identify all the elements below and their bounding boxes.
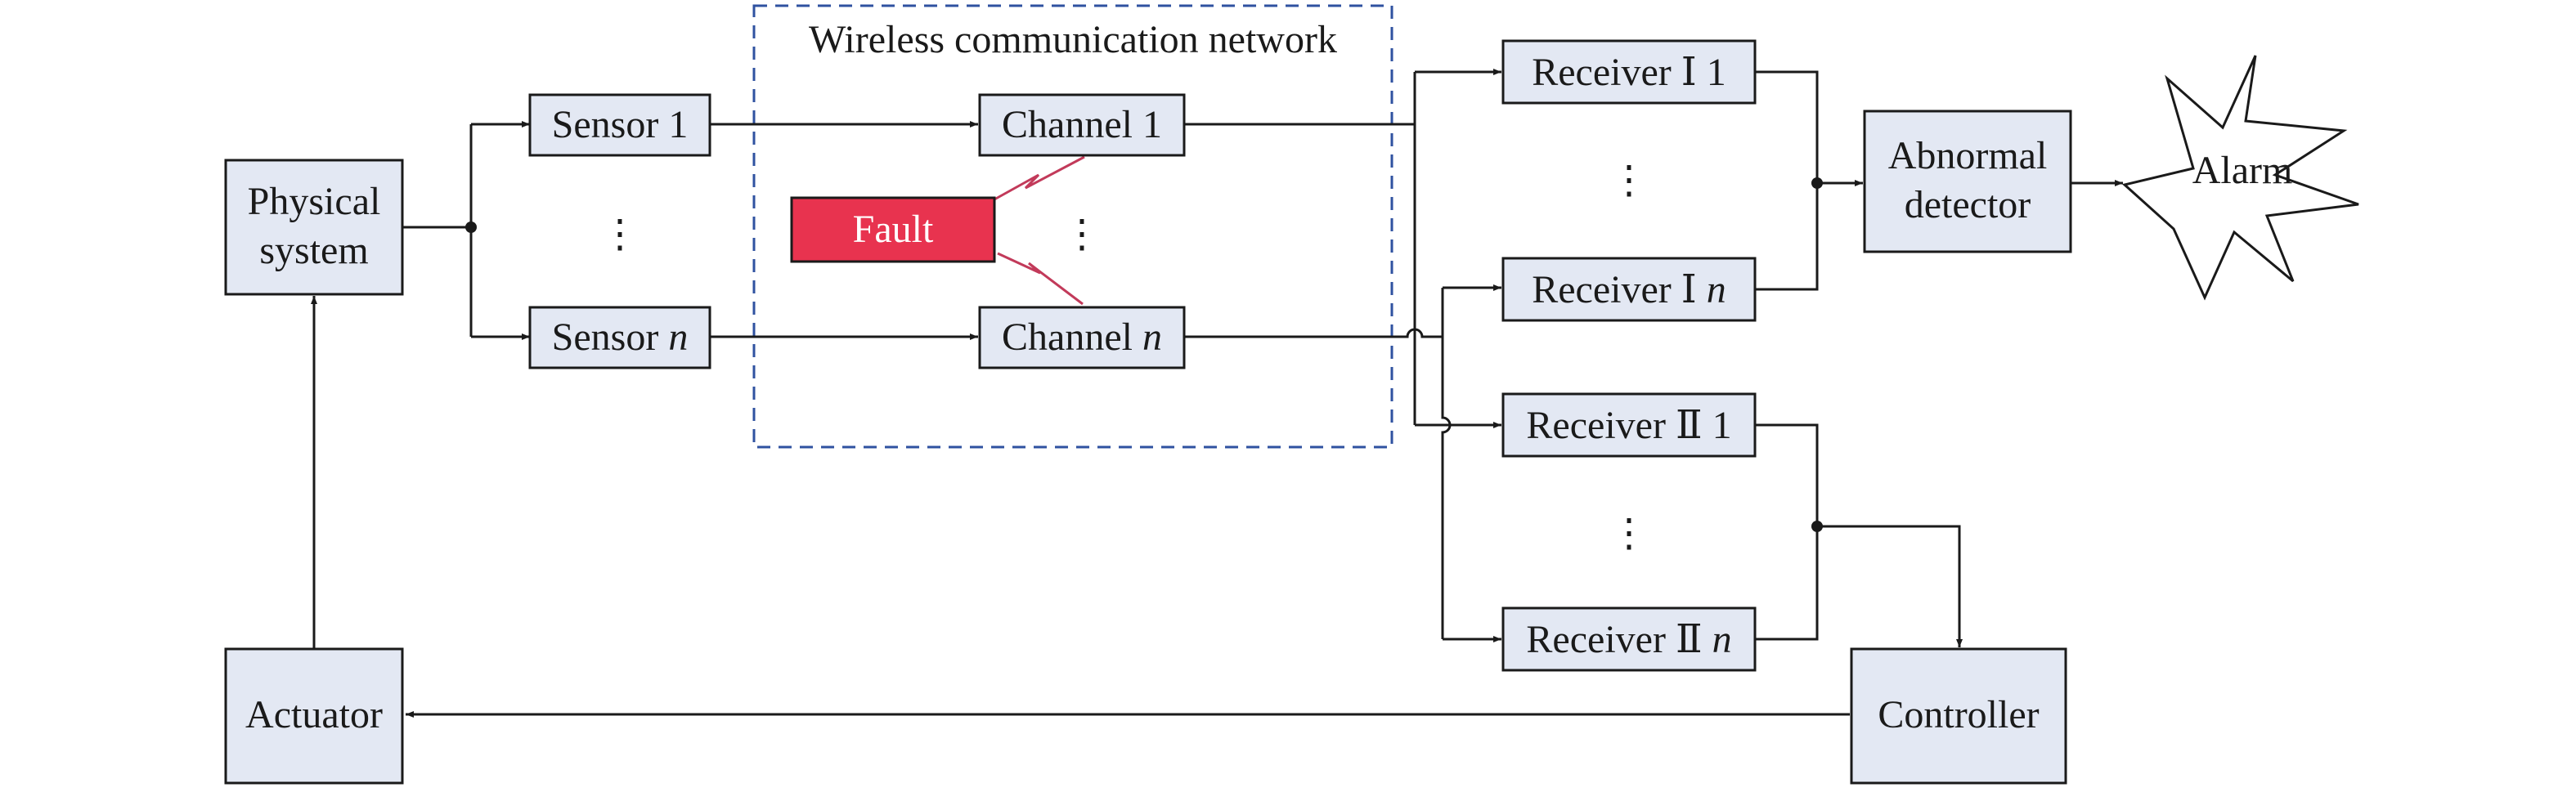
channel-1-block: Channel 1 [978, 93, 1186, 157]
wireless-network-boundary [752, 4, 1393, 449]
fault-interference-upper [994, 155, 1085, 201]
sensor-1-block: Sensor 1 [528, 93, 711, 157]
abnormal-detector-line2: detector [1905, 183, 2031, 226]
receiver-II-1-block: Receiver Ⅱ 1 [1501, 392, 1757, 458]
channel-n-label: Channel n [1002, 315, 1162, 359]
receiver-I-1-block: Receiver Ⅰ 1 [1501, 39, 1757, 105]
channel-ellipsis: ⋮ [1062, 213, 1102, 256]
receiver-I-ellipsis: ⋮ [1609, 159, 1649, 202]
physical-system-block: Physical system [224, 159, 404, 296]
receiver-II-1-label: Receiver Ⅱ 1 [1526, 404, 1731, 447]
abnormal-detector-line1: Abnormal [1888, 134, 2048, 177]
fault-block: Fault [790, 196, 996, 263]
fault-interference-lower [997, 252, 1084, 306]
sensor-n-label: Sensor n [552, 315, 689, 359]
sensor-ellipsis: ⋮ [600, 213, 640, 256]
channel-n-block: Channel n [978, 306, 1186, 369]
fault-label: Fault [853, 208, 934, 251]
receiver-I-n-block: Receiver Ⅰ n [1501, 257, 1757, 322]
alarm-label: Alarm [2192, 149, 2293, 192]
connectors [311, 69, 2123, 718]
receiver-II-n-block: Receiver Ⅱ n [1501, 606, 1757, 672]
sensor-1-label: Sensor 1 [552, 103, 689, 146]
controller-label: Controller [1878, 693, 2039, 736]
actuator-block: Actuator [224, 647, 404, 785]
physical-system-line2: system [259, 229, 368, 272]
receiver-II-n-label: Receiver Ⅱ n [1526, 618, 1731, 661]
actuator-label: Actuator [245, 693, 383, 736]
controller-block: Controller [1850, 647, 2067, 785]
alarm-starburst: Alarm [2121, 55, 2359, 301]
receiver-I-n-label: Receiver Ⅰ n [1532, 268, 1726, 311]
channel-1-label: Channel 1 [1002, 103, 1162, 146]
physical-system-line1: Physical [248, 180, 381, 223]
receiver-II-ellipsis: ⋮ [1609, 512, 1649, 555]
receiver-I-1-label: Receiver Ⅰ 1 [1532, 51, 1726, 94]
wireless-network-label: Wireless communication network [809, 18, 1337, 61]
sensor-n-block: Sensor n [528, 306, 711, 369]
abnormal-detector-block: Abnormal detector [1863, 110, 2072, 253]
